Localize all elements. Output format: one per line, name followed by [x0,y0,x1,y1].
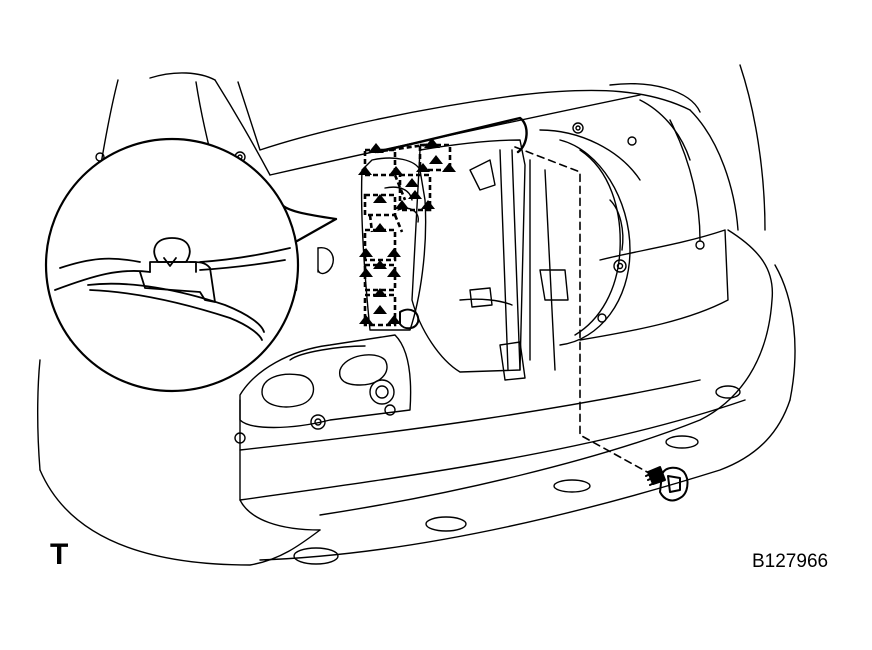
right-side-panel [559,99,729,346]
clip-markers [363,142,452,327]
bolt-icon [645,466,689,502]
trim-bracket [411,129,641,381]
left-rear-panel [95,151,412,444]
wire-harness [376,116,528,154]
figure-code: B127966 [752,551,829,572]
view-letter: T [50,538,69,571]
clip-detail-callout [44,137,338,393]
bolt-leader-line [514,146,659,479]
clip-detail-icon [54,237,291,341]
clip-triangle-markers [358,138,456,324]
